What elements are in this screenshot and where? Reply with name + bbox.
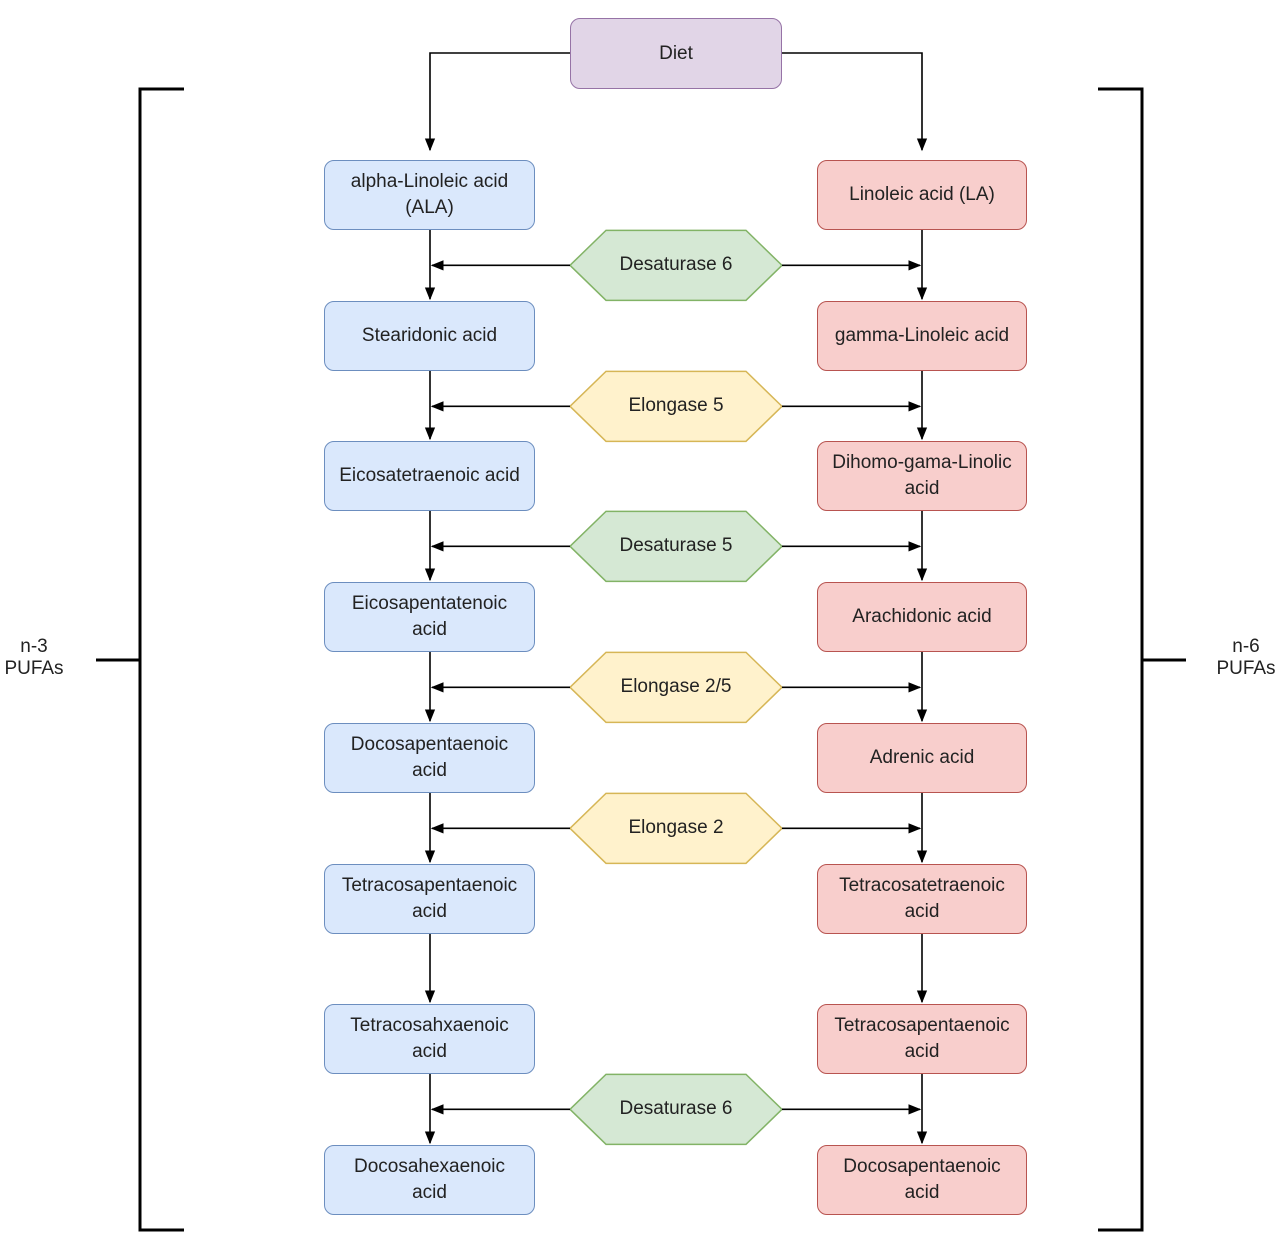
node-label: Stearidonic acid [362, 323, 497, 349]
node-text-line: acid [412, 619, 447, 640]
node-text-line: PUFAs [4, 658, 64, 679]
n3-node-5: Tetracosapentaenoic acid [324, 864, 535, 934]
node-text-line: Docosahexaenoic [353, 1156, 506, 1177]
node-text-line: acid [412, 1041, 447, 1062]
node-text-line: gamma-Linoleic acid [834, 325, 1010, 346]
n6-node-2: Dihomo-gama-Linolic acid [817, 441, 1027, 511]
enzyme-label: Desaturase 5 [619, 535, 733, 557]
node-text-line: Linoleic acid (LA) [849, 184, 995, 205]
n6-node-4: Adrenic acid [817, 723, 1027, 793]
node-text-line: Tetracosahxaenoic [350, 1015, 509, 1036]
node-text-line: acid [412, 901, 447, 922]
node-text-line: n-6 [1232, 636, 1260, 657]
node-text-line: acid [904, 478, 940, 499]
node-text-line: Eicosapentatenoic [351, 593, 508, 614]
node-text-line: (ALA) [405, 197, 454, 218]
node-text-line: PUFAs [1216, 658, 1276, 679]
node-text-line: Tetracosapentaenoic [834, 1015, 1010, 1036]
node-text-line: Tetracosapentaenoic [341, 875, 518, 896]
node-label: Tetracosahxaenoic acid [350, 1013, 508, 1065]
node-label: Tetracosapentaenoic acid [834, 1013, 1009, 1065]
node-label: Eicosapentatenoic acid [352, 591, 507, 643]
n3-node-3: Eicosapentatenoic acid [324, 582, 535, 652]
diet-node: Diet [570, 18, 782, 89]
node-label: Arachidonic acid [852, 604, 991, 630]
node-label: alpha-Linoleic acid (ALA) [351, 169, 508, 221]
enzyme-label: Elongase 2/5 [620, 676, 732, 698]
node-text-line: acid [412, 1182, 447, 1203]
n6-node-7: Docosapentaenoic acid [817, 1145, 1027, 1215]
node-label: gamma-Linoleic acid [835, 323, 1009, 349]
node-text-line: Adrenic acid [869, 747, 975, 768]
node-label: Tetracosatetraenoic acid [839, 873, 1005, 925]
node-text-line: Tetracosatetraenoic [839, 875, 1005, 896]
node-text-line: Docosapentaenoic [843, 1156, 1001, 1177]
node-text-line: Stearidonic acid [361, 325, 498, 346]
diet-to-la-arrow [782, 52, 928, 152]
n3-node-6: Tetracosahxaenoic acid [324, 1004, 535, 1074]
n6-node-5: Tetracosatetraenoic acid [817, 864, 1027, 934]
n6-node-6: Tetracosapentaenoic acid [817, 1004, 1027, 1074]
node-text-line: Docosapentaenoic [350, 734, 509, 755]
node-label: Tetracosapentaenoic acid [342, 873, 517, 925]
n3-node-2: Eicosatetraenoic acid [324, 441, 535, 511]
node-text-line: acid [412, 760, 447, 781]
node-label: Docosapentaenoic acid [843, 1154, 1000, 1206]
n3-node-0: alpha-Linoleic acid (ALA) [324, 160, 535, 230]
enzyme-label: Desaturase 6 [619, 1098, 733, 1120]
n6-bracket [1098, 87, 1144, 1232]
node-text-line: n-3 [20, 636, 48, 657]
node-label: Adrenic acid [870, 745, 975, 771]
n3-node-1: Stearidonic acid [324, 301, 535, 371]
node-label: Dihomo-gama-Linolic acid [832, 450, 1012, 502]
node-label: Docosahexaenoic acid [354, 1154, 505, 1206]
node-text-line: alpha-Linoleic acid [350, 171, 509, 192]
node-label: Linoleic acid (LA) [849, 182, 995, 208]
n3-node-4: Docosapentaenoic acid [324, 723, 535, 793]
node-label: Eicosatetraenoic acid [339, 463, 520, 489]
n3-bracket [138, 87, 184, 1232]
enzyme-label: Elongase 2 [628, 817, 724, 839]
diet-label: Diet [659, 42, 693, 64]
enzyme-label: Desaturase 6 [619, 254, 733, 276]
node-text-line: acid [904, 1182, 940, 1203]
node-text-line: Eicosatetraenoic acid [339, 465, 520, 486]
enzyme-label: Elongase 5 [628, 395, 724, 417]
node-label: Docosapentaenoic acid [351, 732, 508, 784]
node-text-line: acid [904, 1041, 940, 1062]
n6-node-3: Arachidonic acid [817, 582, 1027, 652]
node-text-line: Arachidonic acid [852, 606, 992, 627]
node-text-line: Dihomo-gama-Linolic [832, 452, 1012, 473]
n3-node-7: Docosahexaenoic acid [324, 1145, 535, 1215]
n6-node-1: gamma-Linoleic acid [817, 301, 1027, 371]
diet-to-ala-arrow [424, 52, 570, 152]
node-text-line: acid [904, 901, 940, 922]
n6-node-0: Linoleic acid (LA) [817, 160, 1027, 230]
